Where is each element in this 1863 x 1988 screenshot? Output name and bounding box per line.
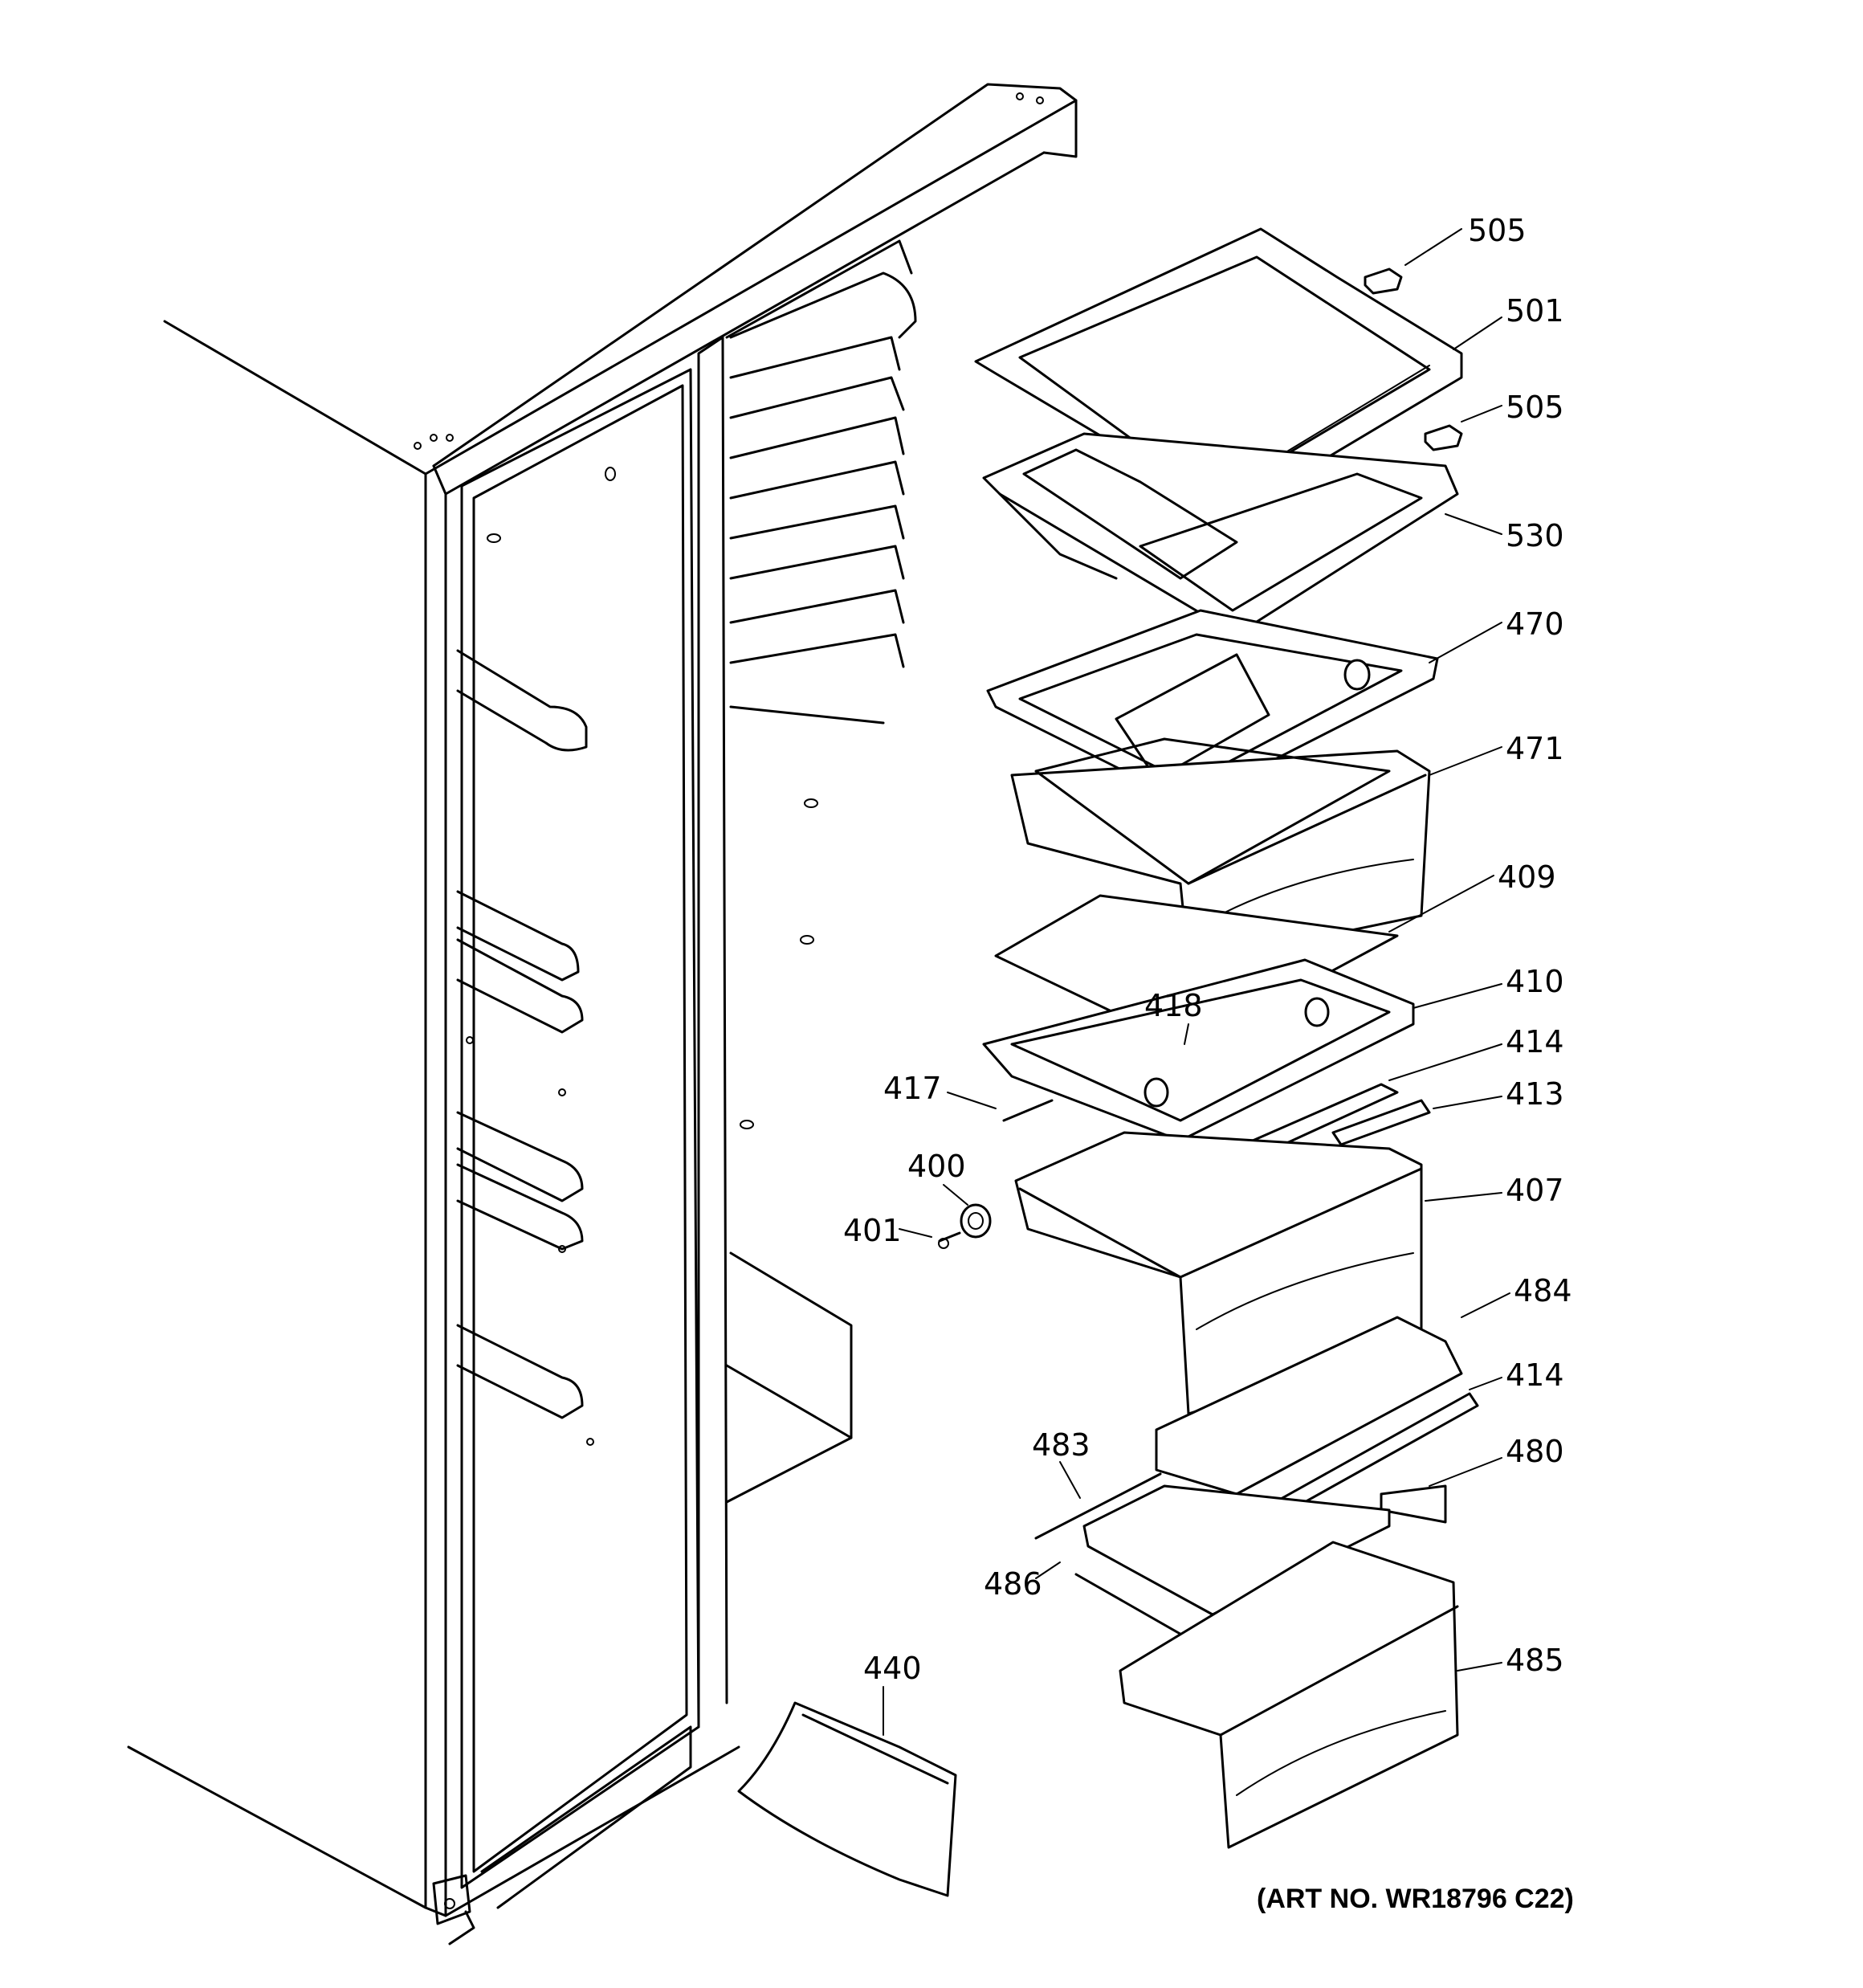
callout-501: 501 bbox=[1506, 293, 1564, 329]
callout-530: 530 bbox=[1506, 518, 1564, 553]
callout-401: 401 bbox=[843, 1213, 902, 1248]
callout-484: 484 bbox=[1514, 1273, 1572, 1308]
refrigerator-cabinet bbox=[127, 83, 1078, 1945]
callout-413: 413 bbox=[1506, 1076, 1564, 1112]
callout-471: 471 bbox=[1506, 731, 1564, 766]
callout-409: 409 bbox=[1498, 859, 1556, 895]
callout-486: 486 bbox=[984, 1566, 1042, 1602]
callout-505-lower: 505 bbox=[1506, 390, 1564, 425]
callout-418: 418 bbox=[1144, 988, 1203, 1023]
callout-417: 417 bbox=[883, 1071, 942, 1106]
callout-485: 485 bbox=[1506, 1643, 1564, 1678]
drawer-part-485 bbox=[1119, 1541, 1459, 1849]
rod-part-483 bbox=[1034, 1472, 1162, 1540]
rod-part-413 bbox=[1331, 1099, 1431, 1146]
callout-505-top: 505 bbox=[1468, 213, 1527, 248]
callout-414-lower: 414 bbox=[1506, 1357, 1564, 1393]
callout-440: 440 bbox=[863, 1651, 922, 1686]
callout-410: 410 bbox=[1506, 964, 1564, 999]
art-number: (ART NO. WR18796 C22) bbox=[1257, 1884, 1574, 1914]
slide-part-480 bbox=[1380, 1484, 1447, 1524]
pan-frame-part-410 bbox=[982, 958, 1415, 1142]
callout-leader-lines bbox=[883, 228, 1510, 1736]
callout-400: 400 bbox=[907, 1149, 966, 1184]
callout-414-upper: 414 bbox=[1506, 1024, 1564, 1059]
drawer-part-471 bbox=[1010, 737, 1431, 965]
callout-407: 407 bbox=[1506, 1173, 1564, 1208]
shelf-clip-part-505-top bbox=[1364, 267, 1403, 295]
callout-labels: 505 501 505 530 470 471 409 410 418 414 … bbox=[843, 213, 1572, 1686]
callout-480: 480 bbox=[1506, 1434, 1564, 1469]
screw-part-401 bbox=[938, 1231, 961, 1249]
knob-part-400 bbox=[960, 1203, 992, 1239]
rod-part-417 bbox=[1002, 1099, 1054, 1122]
cover-part-484 bbox=[1155, 1316, 1463, 1496]
callout-470: 470 bbox=[1506, 606, 1564, 642]
shelf-part-530 bbox=[982, 432, 1459, 636]
grille-part-440 bbox=[737, 1701, 957, 1897]
shelf-clip-part-505-lower bbox=[1424, 424, 1463, 451]
callout-483: 483 bbox=[1032, 1427, 1090, 1463]
